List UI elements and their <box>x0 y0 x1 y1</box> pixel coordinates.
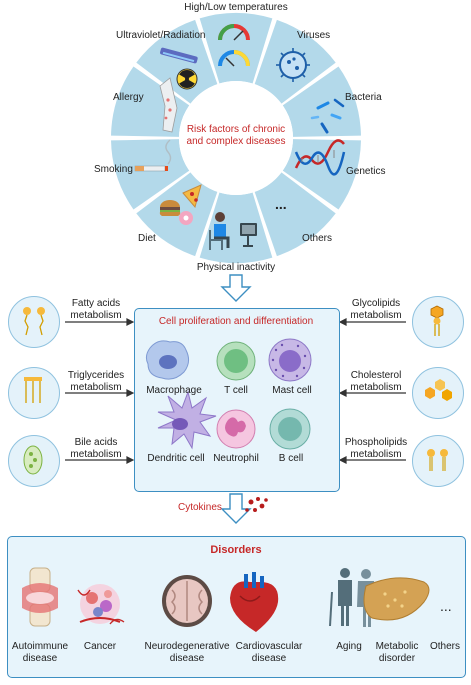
phospholipid-icon <box>427 449 448 471</box>
cell-label-t-cell: T cell <box>224 385 248 396</box>
bile-acid-icon <box>23 445 43 475</box>
disorder-cardiovascular-line2: disease <box>251 653 287 664</box>
disorder-neurodegenerative-line1: Neurodegenerative <box>144 641 230 652</box>
b-cell-icon <box>269 408 311 450</box>
heart-icon <box>230 572 279 632</box>
factor-uv-radiation: Ultraviolet/Radiation <box>116 30 206 41</box>
disorder-others: Others <box>429 641 461 652</box>
disorders-others-ellipsis: ... <box>440 598 452 614</box>
phospholipids-label-line2: metabolism <box>350 449 402 460</box>
sedentary-person-icon <box>209 212 257 250</box>
disorder-metabolic-line1: Metabolic <box>375 641 419 652</box>
cell-label-macrophage: Macrophage <box>146 385 202 396</box>
liver-icon <box>363 577 430 621</box>
joint-icon <box>22 567 58 627</box>
cytokine-dots <box>245 497 268 512</box>
cell-label-dendritic-cell: Dendritic cell <box>147 453 205 464</box>
cholesterol-node <box>412 367 464 419</box>
disorder-neurodegenerative-line2: disease <box>169 653 205 664</box>
thermometer-icon <box>218 24 250 67</box>
cell-label-b-cell: B cell <box>278 453 304 464</box>
phospholipids-label-line1: Phospholipids <box>344 437 408 448</box>
cell-panel-title: Cell proliferation and differentiation <box>158 316 314 327</box>
phospholipids-node <box>412 435 464 487</box>
wheel-segment-uv <box>136 19 218 104</box>
down-arrow-bottom <box>220 493 252 524</box>
bacteria-icon <box>310 98 345 134</box>
triglycerides-label-line1: Triglycerides <box>67 370 125 381</box>
disorder-cancer: Cancer <box>83 641 117 652</box>
wheel-segment-temperature <box>199 12 273 84</box>
factor-diet: Diet <box>138 233 156 244</box>
neutrophil-icon <box>216 409 256 449</box>
cigarette-icon <box>134 139 172 172</box>
triglycerides-label-line2: metabolism <box>70 382 122 393</box>
factor-others-ellipsis: ... <box>275 196 287 212</box>
bile-acids-label-line2: metabolism <box>70 449 122 460</box>
food-icon <box>159 184 202 225</box>
disorder-aging: Aging <box>336 641 362 652</box>
glycolipids-label-line2: metabolism <box>350 310 402 321</box>
cell-label-neutrophil: Neutrophil <box>213 453 259 464</box>
cytokines-label: Cytokines <box>178 502 222 513</box>
cholesterol-label-line1: Cholesterol <box>350 370 402 381</box>
dna-icon <box>294 139 346 176</box>
fatty-acids-label-line2: metabolism <box>70 310 122 321</box>
disorder-cardiovascular-line1: Cardiovascular <box>235 641 303 652</box>
wheel-center-title-line1: Risk factors of chronic <box>186 124 286 135</box>
cell-label-mast-cell: Mast cell <box>272 385 312 396</box>
radiation-icon <box>160 47 198 90</box>
disorder-autoimmune-line1: Autoimmune <box>11 641 69 652</box>
factor-physical-inactivity: Physical inactivity <box>196 262 276 273</box>
factor-genetics: Genetics <box>346 166 386 177</box>
factor-allergy: Allergy <box>113 92 144 103</box>
disorders-title: Disorders <box>210 544 262 556</box>
cholesterol-icon <box>425 379 452 401</box>
factor-smoking: Smoking <box>94 164 133 175</box>
triglycerides-node <box>8 367 60 419</box>
disorder-metabolic-line2: disorder <box>378 653 416 664</box>
factor-temperature: High/Low temperatures <box>184 2 288 13</box>
fatty-acids-label-line1: Fatty acids <box>71 298 121 309</box>
fatty-acid-icon <box>23 307 45 336</box>
disorder-autoimmune-line2: disease <box>22 653 58 664</box>
allergy-hand-icon <box>159 77 178 133</box>
wheel-segment-others <box>254 172 336 257</box>
cholesterol-label-line2: metabolism <box>350 382 402 393</box>
macrophage-icon <box>145 340 190 380</box>
down-arrow-top <box>220 274 252 302</box>
t-cell-icon <box>216 341 256 381</box>
cancer-cells-icon <box>77 584 125 625</box>
glycolipid-icon <box>430 305 444 336</box>
factor-bacteria: Bacteria <box>345 92 382 103</box>
glycolipids-label-line1: Glycolipids <box>351 298 401 309</box>
dendritic-cell-icon <box>157 390 217 450</box>
factor-others: Others <box>302 233 333 244</box>
wheel-segment-bacteria <box>282 66 361 137</box>
wheel-center-title-line2: and complex diseases <box>186 136 286 147</box>
wheel-center <box>179 81 293 195</box>
fatty-acids-node <box>8 296 60 348</box>
wheel-segment-physical <box>199 192 273 263</box>
factor-viruses: Viruses <box>297 30 331 41</box>
cell-panel <box>134 308 340 492</box>
triglyceride-icon <box>24 377 42 403</box>
virus-icon <box>276 48 310 82</box>
mast-cell-icon <box>268 338 312 382</box>
bile-acids-label-line1: Bile acids <box>74 437 118 448</box>
brain-icon <box>162 575 212 627</box>
